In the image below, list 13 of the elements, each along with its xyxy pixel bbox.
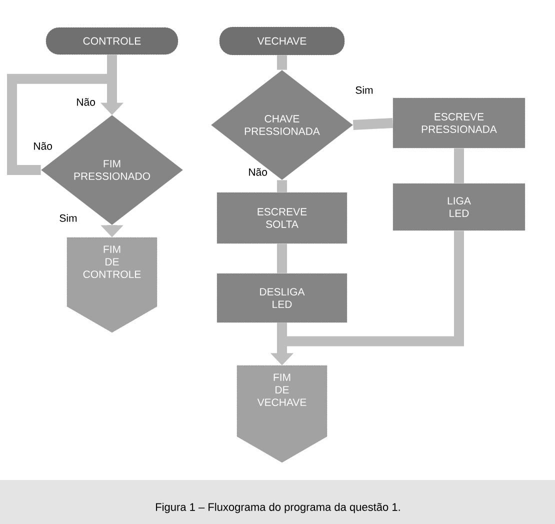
caption: Figura 1 – Fluxograma do programa da questão 1. bbox=[0, 480, 555, 524]
arrow bbox=[7, 74, 124, 175]
process-box: DESLIGA LED bbox=[216, 273, 348, 323]
terminal-box: VECHAVE bbox=[219, 26, 345, 56]
process-box: ESCREVE SOLTA bbox=[216, 192, 348, 244]
process-box: LIGA LED bbox=[392, 183, 526, 231]
edge-label: Não bbox=[249, 168, 268, 176]
edge-label: Sim bbox=[356, 86, 373, 94]
process-box: ESCREVE PRESSIONADA bbox=[392, 98, 526, 148]
end-pentagon: FIM DE CONTROLE bbox=[66, 237, 158, 333]
terminal-box: CONTROLE bbox=[46, 27, 178, 55]
end-pentagon: FIM DE VECHAVE bbox=[236, 365, 328, 463]
edge-label: Sim bbox=[60, 214, 77, 222]
